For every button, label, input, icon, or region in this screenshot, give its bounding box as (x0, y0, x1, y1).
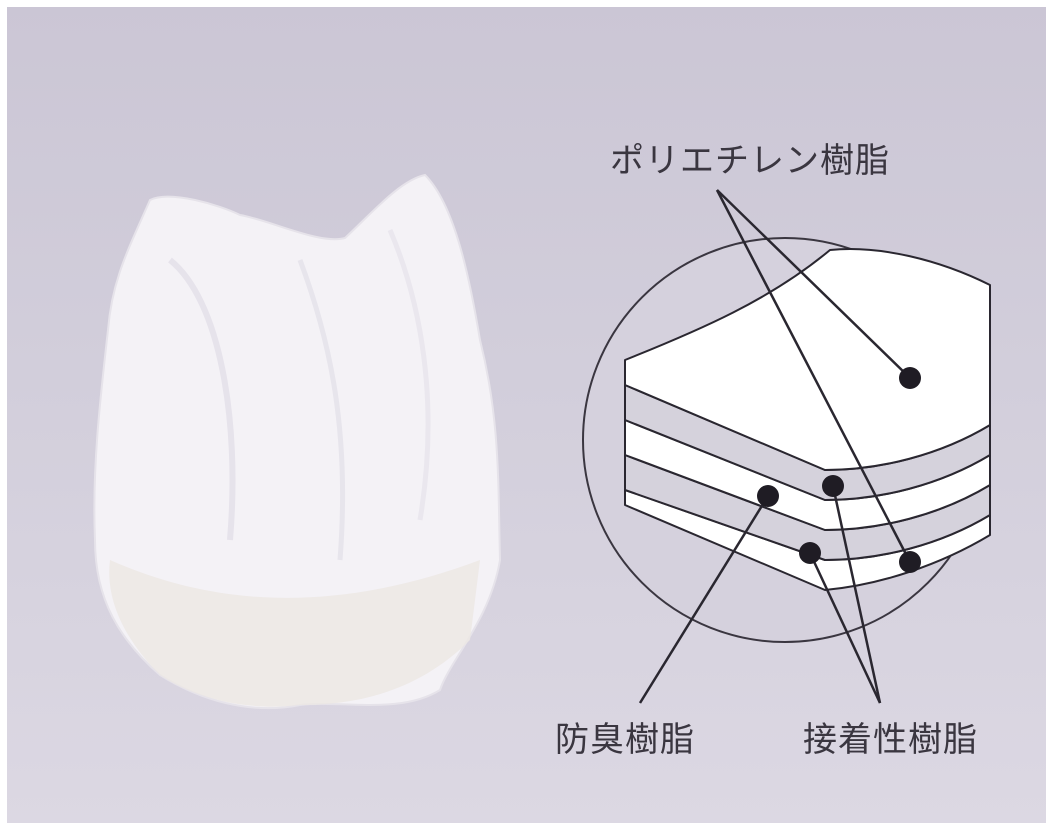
leader-lines (638, 189, 912, 704)
film-layers (624, 248, 991, 591)
label-adhesive-resin: 接着性樹脂 (803, 720, 978, 760)
marker-dots (757, 367, 921, 573)
layer-white-top (624, 248, 991, 471)
label-polyethylene: ポリエチレン樹脂 (610, 141, 890, 181)
label-deodorant-resin: 防臭樹脂 (555, 720, 695, 760)
plastic-bag-photo (93, 173, 502, 710)
